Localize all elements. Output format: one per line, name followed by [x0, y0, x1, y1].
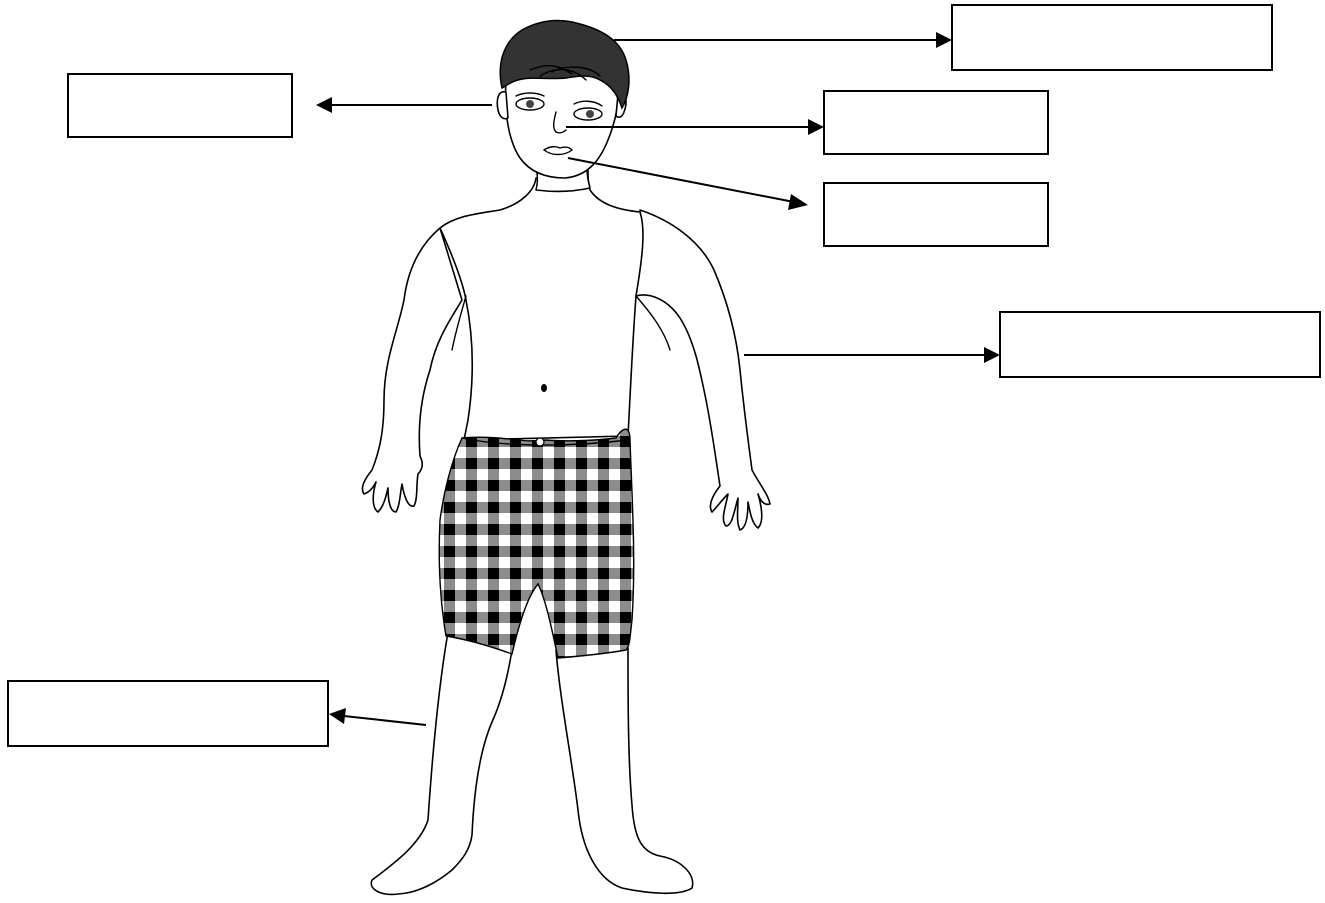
label-box-arm[interactable] — [1000, 312, 1320, 377]
left-arm — [362, 228, 462, 512]
arrow-ear — [316, 97, 492, 113]
label-boxes — [8, 5, 1320, 746]
label-box-mouth[interactable] — [824, 183, 1048, 246]
label-box-nose[interactable] — [824, 91, 1048, 154]
label-box-leg[interactable] — [8, 681, 328, 746]
label-box-hair[interactable] — [952, 5, 1272, 70]
head — [506, 72, 619, 178]
boy-figure — [362, 21, 770, 895]
belly-button — [541, 384, 547, 392]
right-arm — [636, 210, 770, 530]
arrow-arm — [744, 347, 1000, 363]
shorts — [439, 429, 633, 658]
arrow-leg — [329, 708, 426, 725]
right-leg — [556, 648, 693, 893]
torso — [440, 170, 643, 440]
left-ear — [497, 92, 508, 119]
label-box-ear[interactable] — [68, 74, 292, 137]
arrow-hair — [614, 32, 952, 48]
left-leg — [371, 632, 512, 894]
